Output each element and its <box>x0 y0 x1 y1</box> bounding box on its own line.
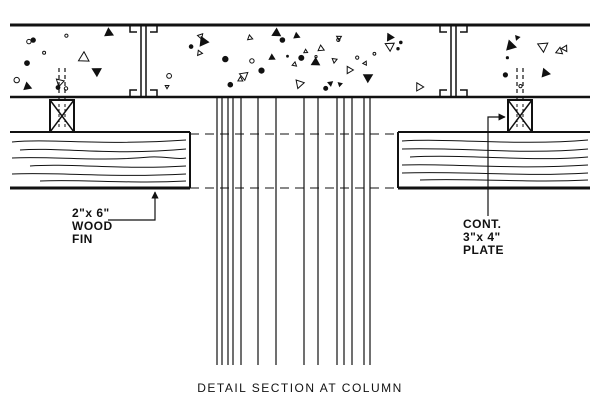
plate-block-left <box>49 99 75 133</box>
leader-plate <box>487 113 506 216</box>
deck-rib-left <box>129 25 158 97</box>
aggregate-speck <box>560 44 568 53</box>
aggregate-speck <box>279 37 286 43</box>
aggregate-speck <box>337 82 343 88</box>
aggregate-speck <box>24 60 30 66</box>
aggregate-speck <box>317 44 326 52</box>
label-wood-fin-line-2: WOOD <box>72 219 113 233</box>
aggregate-speck <box>399 40 403 45</box>
aggregate-speck <box>30 37 36 43</box>
aggregate-speck <box>23 81 33 91</box>
aggregate-speck <box>554 46 564 55</box>
aggregate-speck <box>515 35 521 41</box>
aggregate-speck <box>536 42 549 54</box>
aggregate-speck <box>238 71 249 82</box>
aggregate-speck <box>63 86 69 91</box>
aggregate-speck <box>416 81 425 92</box>
label-wood-fin: 2"x 6" WOOD FIN <box>72 207 113 246</box>
label-wood-fin-line-3: FIN <box>72 232 93 246</box>
aggregate-speck <box>314 55 318 59</box>
aggregate-speck <box>362 74 374 84</box>
aggregate-speck <box>295 79 306 90</box>
aggregate-speck <box>55 78 66 88</box>
aggregate-speck <box>323 85 329 91</box>
aggregate-speck <box>331 57 339 65</box>
anchor-bolt-right <box>516 68 524 100</box>
concrete-slab <box>10 23 590 99</box>
aggregate-speck <box>196 33 204 41</box>
aggregate-speck <box>506 39 518 51</box>
label-plate: CONT. 3"x 4" PLATE <box>463 218 504 257</box>
label-plate-line-2: 3"x 4" <box>463 230 501 244</box>
column <box>216 97 371 365</box>
aggregate-speck <box>55 85 61 90</box>
aggregate-speck <box>222 55 229 63</box>
aggregate-speck <box>361 60 367 67</box>
aggregate-speck <box>518 84 523 89</box>
aggregate-speck <box>310 56 321 66</box>
plate-block-right <box>507 99 533 133</box>
label-wood-fin-line-1: 2"x 6" <box>72 206 110 220</box>
hidden-fin-lines <box>190 133 398 189</box>
aggregate-speck <box>291 60 298 67</box>
aggregate-speck <box>166 73 173 79</box>
aggregate-speck <box>196 49 204 57</box>
aggregate-speck <box>227 81 234 88</box>
concrete-aggregate <box>13 27 568 92</box>
aggregate-speck <box>541 67 551 78</box>
aggregate-speck <box>164 85 170 90</box>
label-plate-line-1: CONT. <box>463 217 502 231</box>
deck-rib-right <box>439 25 468 97</box>
aggregate-speck <box>246 33 254 41</box>
aggregate-speck <box>91 68 102 78</box>
aggregate-speck <box>104 27 115 37</box>
label-plate-line-3: PLATE <box>463 243 504 257</box>
aggregate-speck <box>258 67 265 74</box>
aggregate-speck <box>26 38 32 45</box>
aggregate-speck <box>386 32 395 42</box>
aggregate-speck <box>502 72 508 78</box>
aggregate-speck <box>346 65 355 75</box>
aggregate-speck <box>505 56 509 60</box>
aggregate-speck <box>42 50 47 55</box>
aggregate-speck <box>249 58 255 64</box>
aggregate-speck <box>302 48 309 54</box>
aggregate-speck <box>286 54 289 58</box>
aggregate-speck <box>237 75 244 82</box>
aggregate-speck <box>77 50 90 62</box>
aggregate-speck <box>336 37 341 43</box>
anchor-bolt-left <box>58 68 66 100</box>
aggregate-speck <box>355 55 360 60</box>
aggregate-speck <box>298 54 305 61</box>
aggregate-speck <box>384 42 396 53</box>
aggregate-speck <box>327 81 334 87</box>
aggregate-speck <box>268 53 276 60</box>
aggregate-speck <box>199 35 210 47</box>
aggregate-speck <box>271 27 282 37</box>
wood-fin-right <box>397 131 590 190</box>
leader-wood-fin <box>108 191 159 221</box>
drawing-caption: DETAIL SECTION AT COLUMN <box>197 381 403 395</box>
aggregate-speck <box>293 31 301 39</box>
aggregate-speck <box>396 47 400 51</box>
aggregate-speck <box>13 76 20 84</box>
wood-fin-left <box>10 131 191 190</box>
aggregate-speck <box>64 33 69 38</box>
aggregate-speck <box>188 44 194 49</box>
aggregate-speck <box>372 51 377 56</box>
